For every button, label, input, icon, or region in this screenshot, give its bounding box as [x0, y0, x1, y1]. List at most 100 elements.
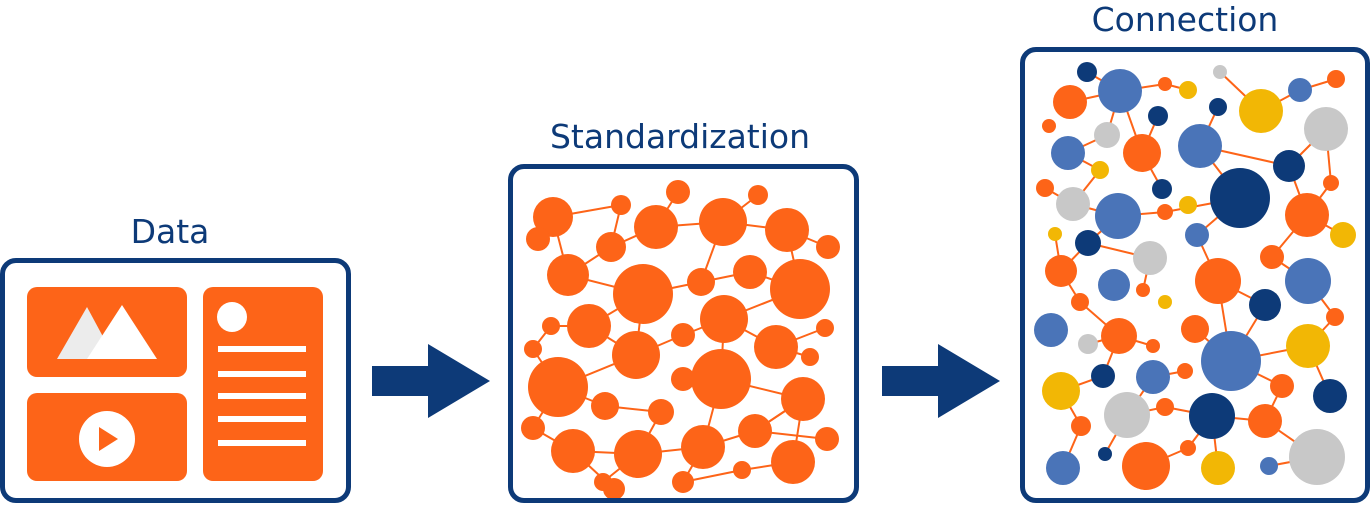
network-node — [771, 440, 815, 484]
network-node — [1094, 122, 1120, 148]
network-node — [681, 425, 725, 469]
network-node — [1179, 196, 1197, 214]
network-node — [1158, 77, 1172, 91]
network-node — [1195, 258, 1241, 304]
network-node — [1178, 124, 1222, 168]
network-node — [1273, 150, 1305, 182]
network-node — [1304, 107, 1348, 151]
network-node — [1101, 318, 1137, 354]
network-node — [770, 259, 830, 319]
network-node — [754, 325, 798, 369]
stage-title-data: Data — [130, 212, 210, 251]
network-node — [671, 323, 695, 347]
right-arrow-icon — [882, 344, 1002, 419]
network-node — [1326, 308, 1344, 326]
network-node — [596, 232, 626, 262]
network-node — [542, 317, 560, 335]
network-node — [594, 473, 612, 491]
network-node — [1239, 89, 1283, 133]
network-node — [1051, 136, 1085, 170]
network-node — [1189, 393, 1235, 439]
network-node — [700, 295, 748, 343]
stage-title-standardization: Standardization — [549, 117, 811, 156]
network-node — [614, 430, 662, 478]
network-node — [648, 399, 674, 425]
network-node — [1249, 289, 1281, 321]
network-node — [1286, 324, 1330, 368]
network-node — [611, 195, 631, 215]
network-node — [1095, 193, 1141, 239]
network-node — [1180, 440, 1196, 456]
network-node — [1091, 161, 1109, 179]
network-node — [1077, 62, 1097, 82]
network-node — [1133, 241, 1167, 275]
data-panel — [0, 258, 351, 503]
network-node — [1330, 222, 1356, 248]
network-node — [1056, 187, 1090, 221]
network-node — [1181, 315, 1209, 343]
network-node — [765, 208, 809, 252]
network-node — [801, 348, 819, 366]
network-node — [781, 377, 825, 421]
network-node — [1289, 429, 1345, 485]
standardized-node-network — [521, 180, 840, 498]
network-node — [1098, 447, 1112, 461]
network-node — [1285, 193, 1329, 237]
network-node — [687, 268, 715, 296]
standardization-panel — [508, 164, 859, 503]
network-node — [1104, 392, 1150, 438]
network-node — [524, 340, 542, 358]
network-node — [1045, 255, 1077, 287]
network-node — [1327, 70, 1345, 88]
play-video-icon — [27, 393, 187, 481]
network-node — [528, 357, 588, 417]
network-node — [815, 427, 839, 451]
network-node — [612, 331, 660, 379]
network-node — [748, 185, 768, 205]
network-node — [1146, 339, 1160, 353]
image-tile — [27, 287, 187, 377]
network-node — [733, 461, 751, 479]
network-node — [1323, 175, 1339, 191]
network-node — [1248, 404, 1282, 438]
network-node — [1048, 227, 1062, 241]
network-node — [1075, 230, 1101, 256]
network-node — [1285, 258, 1331, 304]
network-node — [1270, 374, 1294, 398]
network-node — [738, 414, 772, 448]
connection-panel — [1020, 47, 1370, 503]
network-node — [526, 227, 550, 251]
network-node — [1177, 363, 1193, 379]
network-node — [666, 180, 690, 204]
network-node — [1260, 457, 1278, 475]
network-node — [1042, 119, 1056, 133]
network-node — [613, 264, 673, 324]
network-node — [521, 416, 545, 440]
network-node — [1210, 168, 1270, 228]
network-node — [691, 349, 751, 409]
network-node — [1158, 295, 1172, 309]
network-node — [1201, 451, 1235, 485]
network-node — [547, 254, 589, 296]
network-node — [1078, 334, 1098, 354]
network-node — [1091, 364, 1115, 388]
document-tile — [203, 287, 323, 481]
network-node — [672, 471, 694, 493]
network-node — [699, 198, 747, 246]
network-node — [1034, 313, 1068, 347]
network-node — [1136, 360, 1170, 394]
mountain-image-icon — [27, 287, 187, 377]
network-node — [1071, 416, 1091, 436]
network-node — [551, 429, 595, 473]
text-document-icon — [203, 287, 323, 481]
network-node — [1156, 398, 1174, 416]
network-node — [567, 304, 611, 348]
network-node — [1071, 293, 1089, 311]
network-node — [733, 255, 767, 289]
network-node — [1148, 106, 1168, 126]
network-node — [533, 197, 573, 237]
video-tile — [27, 393, 187, 481]
network-node — [1036, 179, 1054, 197]
network-node — [1042, 372, 1080, 410]
network-node — [1288, 78, 1312, 102]
